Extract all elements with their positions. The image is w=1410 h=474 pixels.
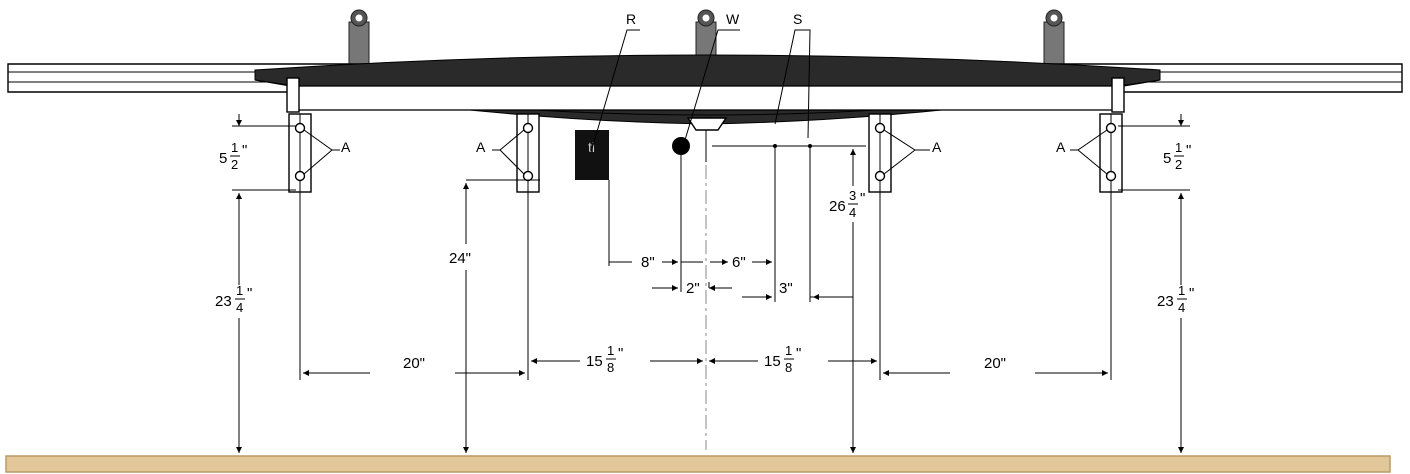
dimension-lines	[232, 29, 1190, 453]
callout-w-label: W	[726, 11, 740, 27]
dim-24-label: 24"	[449, 250, 471, 267]
mount-bolt-left	[348, 9, 370, 65]
svg-text:": "	[618, 345, 623, 362]
dim-8-label: 8"	[641, 254, 655, 271]
svg-text:4: 4	[849, 205, 856, 220]
svg-text:1: 1	[607, 343, 614, 358]
callout-a-label: A	[1056, 139, 1066, 155]
dim-26-34-label: 26 3 4 "	[829, 188, 865, 220]
svg-text:8: 8	[785, 360, 792, 375]
svg-text:1: 1	[1175, 140, 1182, 155]
svg-text:15: 15	[764, 353, 781, 370]
mount-bolt-right	[1043, 9, 1065, 65]
svg-text:1: 1	[236, 283, 243, 298]
svg-text:": "	[1189, 285, 1194, 302]
dim-5-half-right-label: 5 1 2 "	[1163, 140, 1191, 172]
callout-r-label: R	[626, 11, 636, 27]
svg-text:": "	[247, 285, 252, 302]
svg-text:5: 5	[219, 150, 227, 167]
dim-20-left-label: 20"	[403, 355, 425, 372]
svg-text:5: 5	[1163, 150, 1171, 167]
callout-a-label: A	[476, 139, 486, 155]
svg-text:": "	[796, 345, 801, 362]
floor-board	[5, 455, 1391, 473]
svg-text:23: 23	[215, 293, 232, 310]
svg-text:2: 2	[1175, 157, 1182, 172]
svg-text:1: 1	[1178, 283, 1185, 298]
dim-2-label: 2"	[686, 280, 700, 297]
dim-23-14-left-label: 23 1 4 "	[215, 283, 252, 315]
callout-a-label: A	[932, 139, 942, 155]
svg-text:23: 23	[1157, 293, 1174, 310]
bracket-inner-right	[868, 113, 892, 193]
dim-23-14-right-label: 23 1 4 "	[1157, 283, 1194, 315]
svg-text:1: 1	[231, 140, 238, 155]
callout-a-label: A	[341, 139, 351, 155]
dim-5-half-left-label: 5 1 2 "	[219, 140, 247, 172]
svg-text:4: 4	[1178, 300, 1185, 315]
dim-6-label: 6"	[732, 254, 746, 271]
dim-15-18-right-label: 15 1 8 "	[764, 343, 801, 375]
dim-15-18-left-label: 15 1 8 "	[586, 343, 623, 375]
svg-text:ti: ti	[588, 139, 595, 155]
callout-s-label: S	[793, 11, 802, 27]
dim-20-right-label: 20"	[984, 355, 1006, 372]
part-w-hanger	[672, 117, 728, 162]
svg-text:3: 3	[849, 188, 856, 203]
svg-text:26: 26	[829, 198, 846, 215]
lower-frame-bar	[289, 85, 1123, 111]
svg-text:": "	[860, 190, 865, 207]
svg-text:2: 2	[231, 157, 238, 172]
svg-text:1: 1	[785, 343, 792, 358]
svg-text:4: 4	[236, 300, 243, 315]
svg-text:15: 15	[586, 353, 603, 370]
svg-text:": "	[1186, 142, 1191, 159]
part-r-box	[575, 130, 609, 180]
svg-text:": "	[242, 142, 247, 159]
svg-text:8: 8	[607, 360, 614, 375]
dim-3-label: 3"	[779, 280, 793, 297]
